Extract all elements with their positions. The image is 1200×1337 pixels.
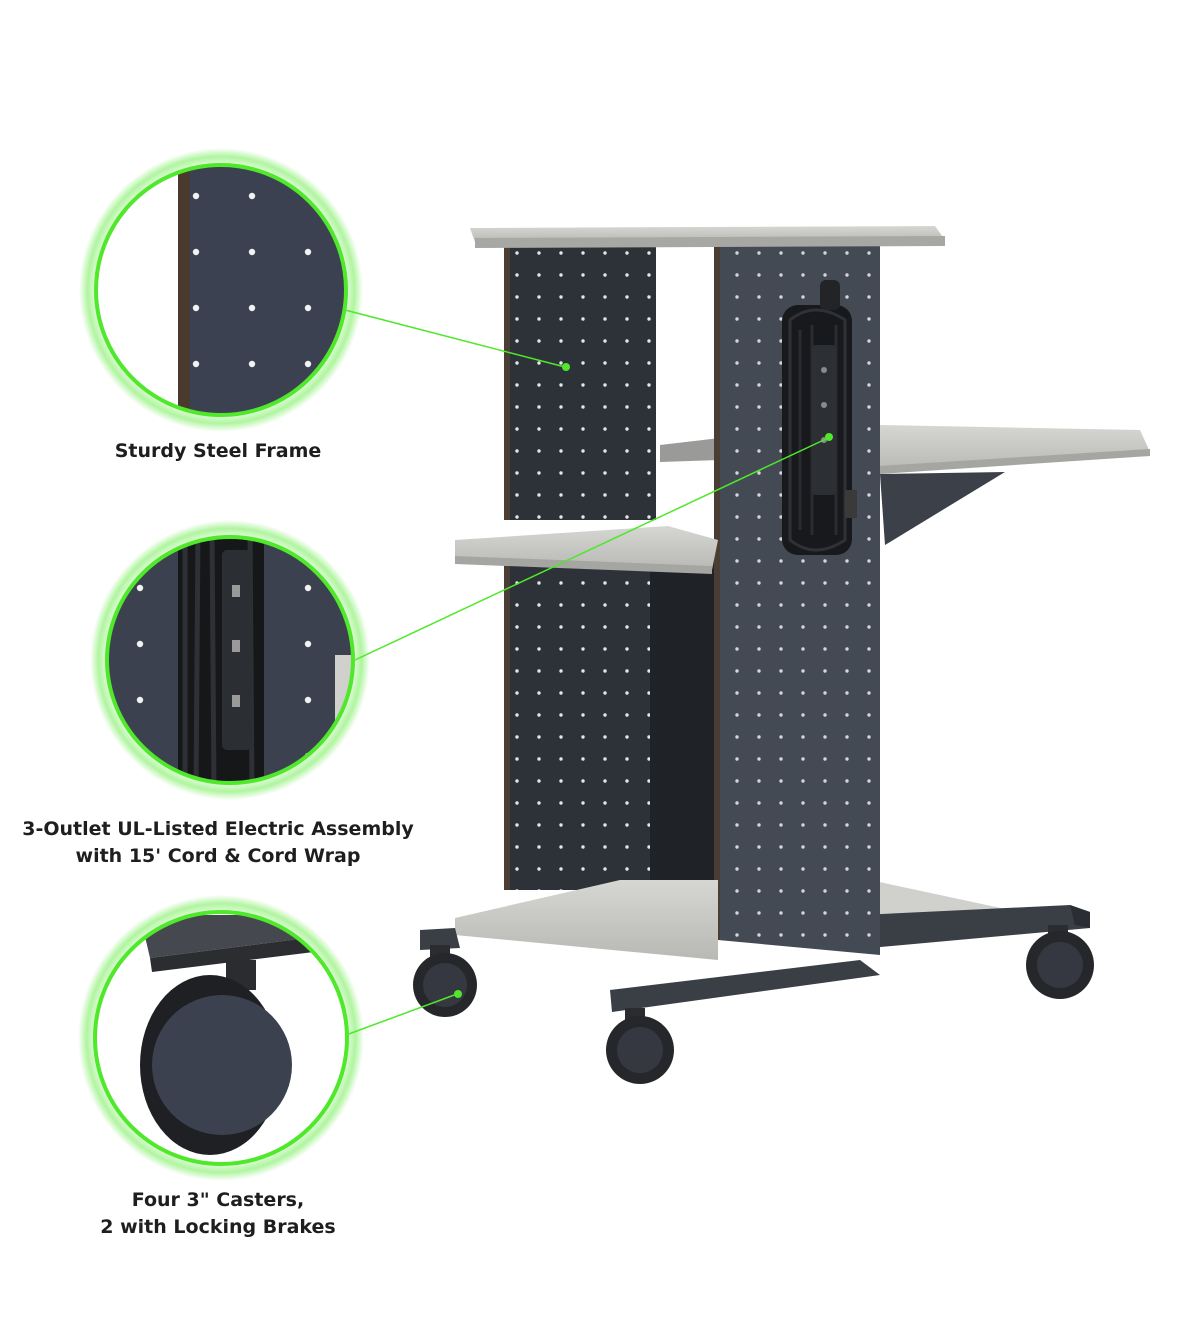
callout-lines [344,309,833,1036]
caster-front-left [413,945,477,1017]
cord-wrap [782,280,857,555]
caption-line: Sturdy Steel Frame [114,440,322,462]
caster-back-right [1026,925,1094,999]
caption-steel-frame: Sturdy Steel Frame [8,438,428,465]
zoom-circle-steel-frame [79,148,363,432]
caption-line: 2 with Locking Brakes [100,1216,336,1238]
caster-front-right [606,1008,674,1084]
zoom-circle-casters [78,895,364,1181]
caption-casters: Four 3" Casters, 2 with Locking Brakes [8,1187,428,1241]
caption-line: 3-Outlet UL-Listed Electric Assembly [22,818,414,840]
caption-electric-assembly: 3-Outlet UL-Listed Electric Assembly wit… [8,816,428,870]
caption-line: with 15' Cord & Cord Wrap [75,845,361,867]
caption-line: Four 3" Casters, [131,1189,305,1211]
zoom-circle-electric-assembly [90,520,370,800]
presentation-cart [413,226,1150,1084]
